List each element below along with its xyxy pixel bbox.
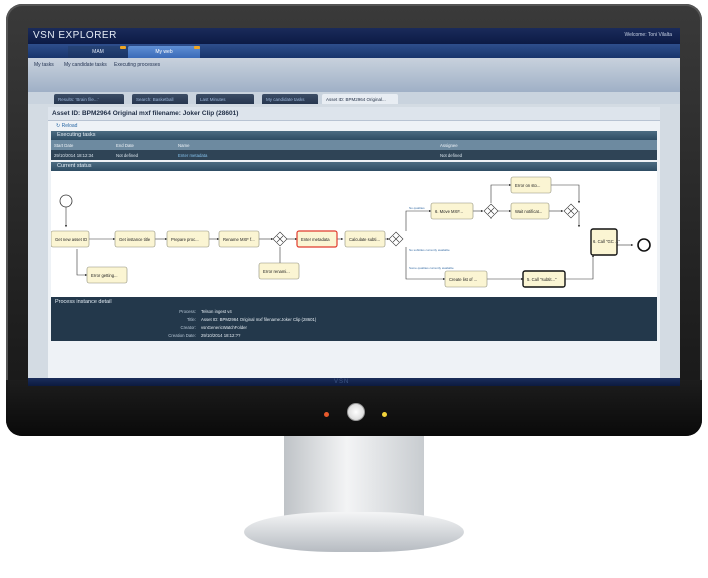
app-screen: VSN EXPLORER Welcome: Toni Vilalta MAM M… bbox=[28, 28, 680, 386]
column-header[interactable]: Start Date bbox=[54, 142, 74, 148]
table-row[interactable]: 29/10/2014 18:12:34 Not defined Enter me… bbox=[51, 150, 657, 160]
detail-header: Process instance detail bbox=[55, 299, 112, 305]
column-header[interactable]: End Date bbox=[116, 142, 134, 148]
table-header: Start Date End Date Name Assignee bbox=[51, 140, 657, 150]
node-label: Enter metadata bbox=[301, 237, 330, 242]
notification-badge bbox=[120, 46, 126, 49]
process-instance-detail: Process instance detail Process: Telson … bbox=[51, 297, 657, 341]
subnav-executing-processes[interactable]: Executing processes bbox=[114, 62, 161, 68]
node-label: Rename MXF f... bbox=[223, 237, 255, 242]
node-label: Prepare proc... bbox=[171, 237, 199, 242]
window-tab[interactable]: My candidate tasks bbox=[262, 94, 318, 104]
window-tab[interactable]: Last Minutes bbox=[196, 94, 254, 104]
table-cell: Not defined bbox=[116, 152, 138, 158]
node-label: Wait notificat... bbox=[515, 209, 542, 214]
monitor-stand-base bbox=[244, 512, 464, 552]
node-label: Error getting... bbox=[91, 273, 118, 278]
detail-label: Process: bbox=[179, 309, 196, 314]
table-cell: 29/10/2014 18:12:34 bbox=[54, 152, 94, 158]
tab-my-web[interactable]: My web bbox=[128, 46, 200, 58]
detail-value: Telson ingest v4 bbox=[201, 309, 232, 314]
edge-label: No subtitles currently available bbox=[409, 248, 450, 252]
footer-brand: VSN bbox=[334, 379, 350, 385]
power-led-icon bbox=[324, 412, 329, 417]
detail-label: Creation Date: bbox=[168, 333, 196, 338]
subnav-my-candidate-tasks[interactable]: My candidate tasks bbox=[64, 62, 107, 68]
node-label: Error renami... bbox=[263, 269, 290, 274]
window-tab-active[interactable]: Asset ID: BPM2964 Original... bbox=[322, 94, 398, 104]
detail-value: vsnGenericWatchFolder bbox=[201, 325, 247, 330]
process-panel: Asset ID: BPM2964 Original mxf filename:… bbox=[48, 107, 660, 386]
app-logo: VSN EXPLORER bbox=[33, 30, 117, 41]
process-diagram: Get new asset ID Get instance title Prep… bbox=[50, 171, 657, 297]
table-cell: Not defined bbox=[440, 152, 462, 158]
node-label: Get new asset ID bbox=[55, 237, 87, 242]
detail-label: Title: bbox=[186, 317, 196, 322]
detail-value: Asset ID: BPM2964 Original mxf filename:… bbox=[201, 317, 317, 322]
subnav-my-tasks[interactable]: My tasks bbox=[34, 62, 54, 68]
node-label: 5. Call "subtit..." bbox=[527, 277, 557, 282]
app-footer: VSN bbox=[28, 378, 680, 386]
executing-tasks-header: Executing tasks bbox=[51, 131, 657, 140]
status-led-icon bbox=[382, 412, 387, 417]
detail-value: 29/10/2014 18:12:?? bbox=[201, 333, 241, 338]
bpmn-diagram: Get new asset ID Get instance title Prep… bbox=[50, 176, 651, 288]
sub-nav: My tasks My candidate tasks Executing pr… bbox=[28, 58, 680, 92]
column-header[interactable]: Name bbox=[178, 142, 190, 148]
window-tab[interactable]: Results: 'Brain file...' bbox=[54, 94, 124, 104]
refresh-icon: ↻ bbox=[56, 123, 62, 129]
monitor-stand-neck bbox=[284, 436, 424, 518]
app-header: VSN EXPLORER Welcome: Toni Vilalta bbox=[28, 28, 680, 44]
user-greeting[interactable]: Welcome: Toni Vilalta bbox=[624, 32, 672, 38]
window-tabs: Results: 'Brain file...' Search: Basketb… bbox=[28, 92, 680, 104]
node-label: Get instance title bbox=[119, 237, 151, 242]
window-tab[interactable]: Search: Basketball bbox=[132, 94, 188, 104]
page-title: Asset ID: BPM2964 Original mxf filename:… bbox=[48, 107, 660, 121]
edge-label: Some qualities currently available bbox=[409, 266, 454, 270]
task-link[interactable]: Enter metadata bbox=[178, 152, 208, 158]
notification-badge bbox=[194, 46, 200, 49]
edge-label: No qualities bbox=[409, 206, 425, 210]
detail-label: Creator: bbox=[180, 325, 196, 330]
column-header[interactable]: Assignee bbox=[440, 142, 458, 148]
node-label: 6. Move MXF... bbox=[435, 209, 463, 214]
node-label: Calculate subti... bbox=[349, 237, 380, 242]
executing-tasks-table: Start Date End Date Name Assignee 29/10/… bbox=[51, 140, 657, 160]
node-label: 6. Call "GC ..." bbox=[593, 239, 620, 244]
main-nav: MAM My web bbox=[28, 44, 680, 58]
reload-link[interactable]: ↻ Reload bbox=[48, 121, 660, 131]
tab-mam-label: MAM bbox=[92, 49, 104, 55]
power-button[interactable] bbox=[347, 403, 365, 421]
current-status-header: Current status bbox=[51, 162, 657, 171]
node-label: Error on sto... bbox=[515, 183, 540, 188]
tab-my-web-label: My web bbox=[155, 49, 173, 55]
reload-label: Reload bbox=[61, 123, 78, 129]
tab-mam[interactable]: MAM bbox=[68, 46, 128, 58]
node-label: Create list of ... bbox=[449, 277, 477, 282]
